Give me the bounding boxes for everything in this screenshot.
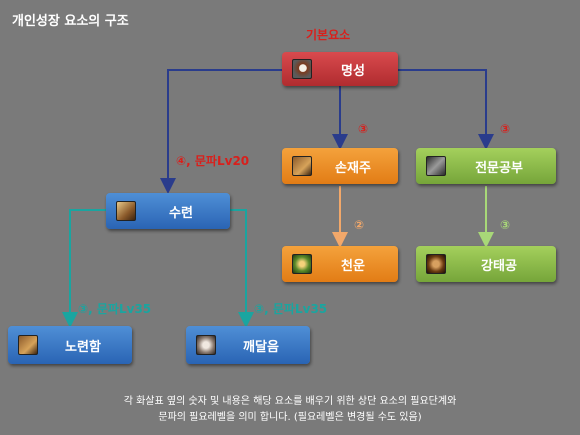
hand-tool-icon <box>292 156 312 176</box>
node-strength-label: 강태공 <box>481 258 517 274</box>
root-label: 기본요소 <box>306 28 351 42</box>
fisherman-icon <box>426 254 446 274</box>
edge-label-fame-training: ④, 문파Lv20 <box>176 154 250 168</box>
node-strength[interactable]: 강태공 <box>416 246 556 282</box>
node-novice-label: 노련함 <box>65 339 101 355</box>
node-fame[interactable]: 명성 <box>282 52 398 86</box>
caption: 각 화살표 옆의 숫자 및 내용은 해당 요소를 배우기 위한 상단 요소의 필… <box>0 394 580 426</box>
node-enlighten[interactable]: 깨달음 <box>186 326 310 364</box>
arrow-fame-to-study <box>398 69 494 150</box>
mind-icon <box>196 335 216 355</box>
edge-label-fame-study: ③ <box>500 122 511 136</box>
arrow-training-to-enlighten <box>230 209 254 328</box>
scroll-icon <box>116 201 136 221</box>
node-heaven-label: 천운 <box>341 258 365 274</box>
edge-label-training-enlighten: ③, 문파Lv35 <box>254 302 328 316</box>
node-novice[interactable]: 노련함 <box>8 326 132 364</box>
edge-label-fame-hand: ③ <box>358 122 369 136</box>
page-title: 개인성장 요소의 구조 <box>12 14 129 29</box>
book-icon <box>426 156 446 176</box>
arrow-training-to-novice <box>62 209 106 328</box>
luck-icon <box>292 254 312 274</box>
caption-line-1: 각 화살표 옆의 숫자 및 내용은 해당 요소를 배우기 위한 상단 요소의 필… <box>123 396 457 407</box>
node-training-label: 수련 <box>169 205 193 221</box>
caption-line-2: 문파의 필요레벨을 의미 합니다. (필요레벨은 변경될 수도 있음) <box>158 412 422 423</box>
node-fame-label: 명성 <box>341 63 365 79</box>
crest-icon <box>292 59 312 79</box>
node-heaven[interactable]: 천운 <box>282 246 398 282</box>
edge-label-hand-heaven: ② <box>354 218 365 232</box>
edge-label-training-novice: ③, 문파Lv35 <box>78 302 152 316</box>
hand-icon <box>18 335 38 355</box>
node-study-label: 전문공부 <box>475 160 523 176</box>
node-enlighten-label: 깨달음 <box>243 339 279 355</box>
node-hand-label: 손재주 <box>335 160 371 176</box>
node-training[interactable]: 수련 <box>106 193 230 229</box>
node-study[interactable]: 전문공부 <box>416 148 556 184</box>
edge-label-study-strength: ③ <box>500 218 511 232</box>
arrow-fame-to-training <box>160 69 282 194</box>
node-hand[interactable]: 손재주 <box>282 148 398 184</box>
